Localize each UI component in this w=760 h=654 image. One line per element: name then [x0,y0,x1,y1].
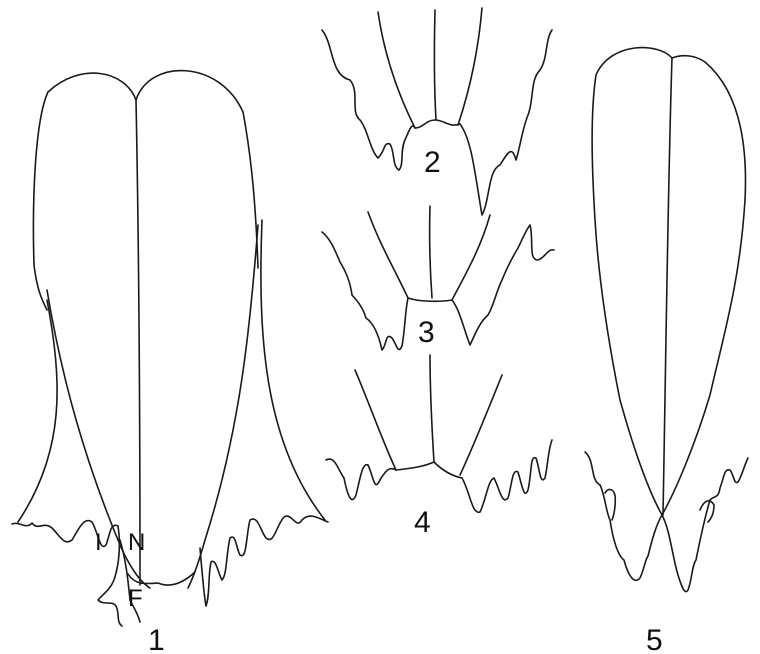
figure-1-part-N: N [128,529,145,556]
figure-2-right-edge [458,8,482,125]
figure-3: 3 [322,206,554,350]
figure-2-label: 2 [424,146,441,179]
figure-3-label: 3 [418,316,435,349]
figure-2-left-fringe [322,30,415,170]
figure-1-right-fringe [200,516,328,606]
figure-1-part-F: F [128,585,143,612]
figure-4-right-fringe [462,440,552,512]
figure-5-outline [592,48,745,515]
figure-3-base [408,298,452,301]
figure-2-right-fringe [460,30,552,215]
figure-5-right-fringe [662,458,748,592]
figure-4-base [396,462,462,478]
figure-4-left-edge [355,370,396,470]
figure-5-left-tab [605,489,615,520]
figure-1-median-line [136,100,140,585]
figure-2-median-line [434,10,436,120]
figure-5-label: 5 [646,624,663,654]
figure-3-median-line [430,206,432,298]
figure-1-left-flare [18,300,57,522]
figure-1-right-flare [261,220,325,520]
figure-4-right-edge [460,375,502,475]
figure-1-left-fringe [12,521,122,626]
figure-4-median-line [430,355,434,462]
figure-1-part-I: I [95,529,102,556]
figure-5-median-line [663,58,672,515]
figure-4: 4 [326,355,552,539]
figure-5: 5 [585,48,748,654]
figure-5-left-fringe [585,452,662,580]
figure-1-label: 1 [148,624,165,654]
figure-4-left-fringe [326,459,396,500]
figure-4-label: 4 [414,506,431,539]
figure-1-base [128,572,195,585]
figure-1-right-lobe [136,71,258,268]
figure-3-right-edge [452,215,490,300]
figure-2: 2 [322,8,552,215]
figure-2-left-edge [378,12,415,128]
figure-3-right-fringe [452,225,554,345]
figure-2-base [415,120,460,128]
figure-3-left-edge [368,212,408,298]
figure-1-left-lobe [33,73,136,310]
figure-3-left-fringe [322,232,408,350]
figure-1: I N F 1 [12,71,328,654]
